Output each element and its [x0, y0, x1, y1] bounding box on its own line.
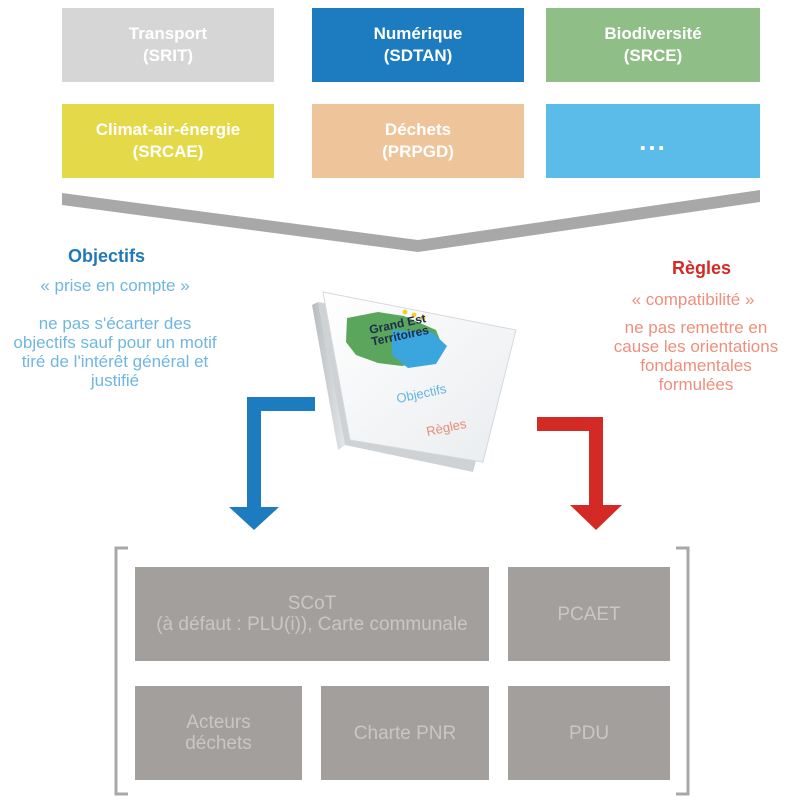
document-label: Charte PNR	[353, 722, 457, 744]
scheme-code: (SRCAE)	[132, 142, 204, 161]
book-spine	[312, 302, 345, 450]
star-icon	[411, 312, 417, 318]
document-sublabel: (à défaut : PLU(i)), Carte communale	[156, 614, 468, 635]
document-box-charte-pnr: Charte PNR	[321, 686, 489, 780]
scheme-box-biodiversite: Biodiversité (SRCE)	[546, 8, 760, 82]
bracket-left	[114, 546, 128, 796]
document-box-acteurs-dechets: Acteurs déchets	[135, 686, 302, 780]
document-label: PDU	[568, 722, 610, 744]
objectifs-arrowhead	[229, 507, 279, 530]
objectifs-relation: « prise en compte »	[40, 276, 190, 295]
scheme-box-others: ...	[546, 104, 760, 178]
scheme-box-climat: Climat-air-énergie (SRCAE)	[62, 104, 274, 178]
scheme-code: (SRIT)	[142, 46, 194, 65]
funnel-bracket	[62, 190, 760, 252]
scheme-title: Climat-air-énergie	[95, 120, 241, 139]
document-box-scot: SCoT (à défaut : PLU(i)), Carte communal…	[135, 567, 489, 661]
scheme-title: Déchets	[384, 120, 452, 139]
document-sublabel: déchets	[185, 733, 252, 754]
bracket-right	[676, 546, 690, 796]
scheme-box-dechets: Déchets (PRPGD)	[312, 104, 524, 178]
scheme-code: (SDTAN)	[383, 46, 453, 65]
map-shape-blue	[392, 330, 447, 368]
scheme-code: (SRCE)	[623, 46, 683, 65]
document-label: SCoT	[287, 593, 337, 614]
scheme-box-transport: Transport (SRIT)	[62, 8, 274, 82]
document-box-pcaet: PCAET	[508, 567, 670, 661]
document-label: PCAET	[557, 603, 621, 625]
regles-arrow	[537, 417, 603, 505]
objectifs-title: Objectifs	[68, 246, 146, 266]
regles-description: ne pas remettre en cause les orientation…	[613, 318, 779, 394]
scheme-title: Biodiversité	[604, 24, 702, 43]
book-illustration	[312, 291, 517, 472]
scheme-code: (PRPGD)	[382, 142, 454, 161]
regles-relation: « compatibilité »	[631, 290, 755, 309]
objectifs-description: ne pas s'écarter des objectifs sauf pour…	[13, 314, 217, 390]
document-box-pdu: PDU	[508, 686, 670, 780]
star-icon	[402, 309, 408, 315]
scheme-box-numerique: Numérique (SDTAN)	[312, 8, 524, 82]
scheme-title: Transport	[128, 24, 208, 43]
scheme-title: ...	[639, 126, 667, 156]
regles-title: Règles	[672, 258, 732, 278]
document-label: Acteurs	[186, 712, 251, 733]
scheme-title: Numérique	[373, 24, 463, 43]
star-icon	[420, 315, 426, 321]
objectifs-arrow	[247, 397, 315, 507]
regles-arrowhead	[570, 505, 622, 530]
